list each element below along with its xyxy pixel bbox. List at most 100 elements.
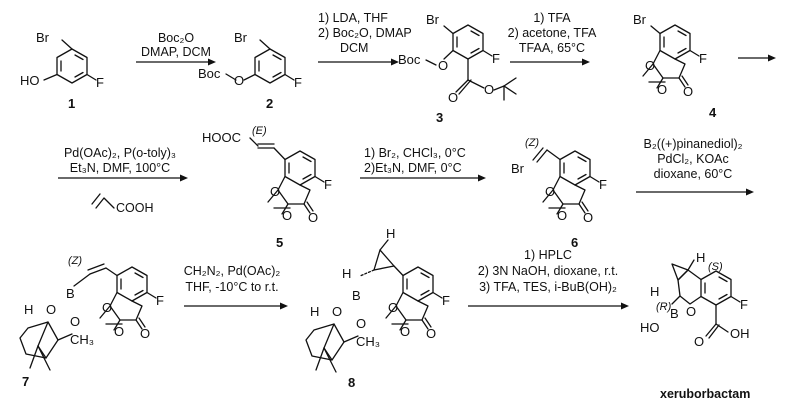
condition-line: dioxane, 60°C (654, 167, 733, 181)
condition-line: 2)Et₃N, DMF, 0°C (364, 161, 462, 175)
atom-f: F (324, 177, 332, 192)
condition-line: Pd(OAc)₂, P(o-toly)₃ (64, 146, 176, 160)
atom-o: O (686, 304, 696, 319)
condition-line: 2) acetone, TFA (508, 26, 597, 40)
atom-o: O (70, 314, 80, 329)
compound-8: H H B O O H CH₃ O O O F 8 (305, 226, 450, 390)
atom-boc: Boc (398, 52, 421, 67)
compound-1: Br HO F 1 (20, 30, 104, 111)
atom-o: O (438, 58, 448, 73)
atom-f: F (96, 75, 104, 90)
stereo-z: (Z) (525, 137, 539, 149)
atom-f: F (740, 297, 748, 312)
compound-number: 6 (571, 235, 578, 250)
atom-br: Br (426, 12, 440, 27)
atom-b: B (670, 306, 679, 321)
atom-hooc: HOOC (202, 130, 241, 145)
condition-line: 3) TFA, TES, i-BuB(OH)₂ (479, 280, 617, 294)
condition-line: 1) TFA (533, 11, 571, 25)
stereo-z: (Z) (68, 255, 82, 267)
atom-o: O (683, 84, 693, 99)
atom-f: F (156, 293, 164, 308)
condition-line: THF, -10°C to r.t. (185, 280, 278, 294)
condition-line: DMAP, DCM (141, 45, 211, 59)
step-7: B₂((+)pinanediol)₂ PdCl₂, KOAc dioxane, … (636, 137, 754, 196)
compound-number: 2 (266, 96, 273, 111)
stereo-e: (E) (252, 125, 267, 137)
compound-number: 3 (436, 110, 443, 125)
condition-line: PdCl₂, KOAc (657, 152, 729, 166)
compound-4: Br O O O F 4 (633, 12, 717, 120)
atom-f: F (492, 51, 500, 66)
step-9: 1) HPLC 2) 3N NaOH, dioxane, r.t. 3) TFA… (468, 248, 629, 310)
atom-o: O (583, 210, 593, 225)
atom-o: O (694, 334, 704, 349)
atom-o: O (356, 316, 366, 331)
atom-ho: HO (640, 320, 660, 335)
condition-line: 1) LDA, THF (318, 11, 388, 25)
compound-2: Br O Boc F 2 (198, 30, 302, 111)
condition-line: 2) 3N NaOH, dioxane, r.t. (478, 264, 618, 278)
atom-o: O (332, 304, 342, 319)
condition-line: 1) Br₂, CHCl₃, 0°C (364, 146, 466, 160)
step-2: 1) LDA, THF 2) Boc₂O, DMAP DCM (318, 11, 412, 66)
atom-o: O (282, 208, 292, 223)
atom-o: O (270, 184, 280, 199)
atom-b: B (352, 288, 361, 303)
atom-b: B (66, 286, 75, 301)
atom-o: O (400, 324, 410, 339)
condition-line: CH₂N₂, Pd(OAc)₂ (184, 264, 281, 278)
stereo-s: (S) (708, 261, 723, 273)
step-4 (738, 54, 776, 62)
compound-number: 7 (22, 374, 29, 389)
compound-3: Br O Boc F O O 3 (398, 12, 517, 125)
atom-boc: Boc (198, 66, 221, 81)
atom-ho: HO (20, 73, 40, 88)
atom-h: H (650, 284, 659, 299)
atom-f: F (442, 293, 450, 308)
atom-br: Br (633, 12, 647, 27)
atom-f: F (599, 177, 607, 192)
condition-line: 1) HPLC (524, 248, 572, 262)
atom-o: O (46, 302, 56, 317)
atom-h: H (310, 304, 319, 319)
atom-f: F (699, 51, 707, 66)
compound-number: 8 (348, 375, 355, 390)
atom-o: O (557, 208, 567, 223)
condition-line: TFAA, 65°C (519, 41, 585, 55)
step-5: Pd(OAc)₂, P(o-toly)₃ Et₃N, DMF, 100°C CO… (58, 146, 188, 215)
atom-o: O (657, 82, 667, 97)
compound-5: HOOC (E) O O O F 5 (202, 125, 332, 250)
atom-h: H (24, 302, 33, 317)
atom-o: O (426, 326, 436, 341)
atom-o: O (484, 82, 494, 97)
step-3: 1) TFA 2) acetone, TFA TFAA, 65°C (508, 11, 597, 66)
atom-br: Br (36, 30, 50, 45)
atom-o: O (140, 326, 150, 341)
step-8: CH₂N₂, Pd(OAc)₂ THF, -10°C to r.t. (184, 264, 288, 310)
condition-line: 2) Boc₂O, DMAP (318, 26, 412, 40)
atom-h: H (696, 250, 705, 265)
atom-br: Br (234, 30, 248, 45)
atom-o: O (545, 184, 555, 199)
condition-line: B₂((+)pinanediol)₂ (644, 137, 743, 151)
compound-number: 1 (68, 96, 75, 111)
condition-line: DCM (340, 41, 368, 55)
atom-o: O (388, 300, 398, 315)
atom-br: Br (511, 161, 525, 176)
compound-name: xeruborbactam (660, 387, 750, 401)
atom-h: H (386, 226, 395, 241)
atom-o: O (645, 58, 655, 73)
stereo-r: (R) (656, 301, 672, 313)
atom-o: O (448, 90, 458, 105)
condition-line: Et₃N, DMF, 100°C (70, 161, 170, 175)
atom-o: O (102, 300, 112, 315)
step-6: 1) Br₂, CHCl₃, 0°C 2)Et₃N, DMF, 0°C (360, 146, 486, 182)
compound-number: 4 (709, 105, 717, 120)
atom-ch3: CH₃ (356, 334, 380, 349)
atom-o: O (234, 73, 244, 88)
condition-line: COOH (116, 201, 154, 215)
atom-ch3: CH₃ (70, 332, 94, 347)
compound-number: 5 (276, 235, 283, 250)
